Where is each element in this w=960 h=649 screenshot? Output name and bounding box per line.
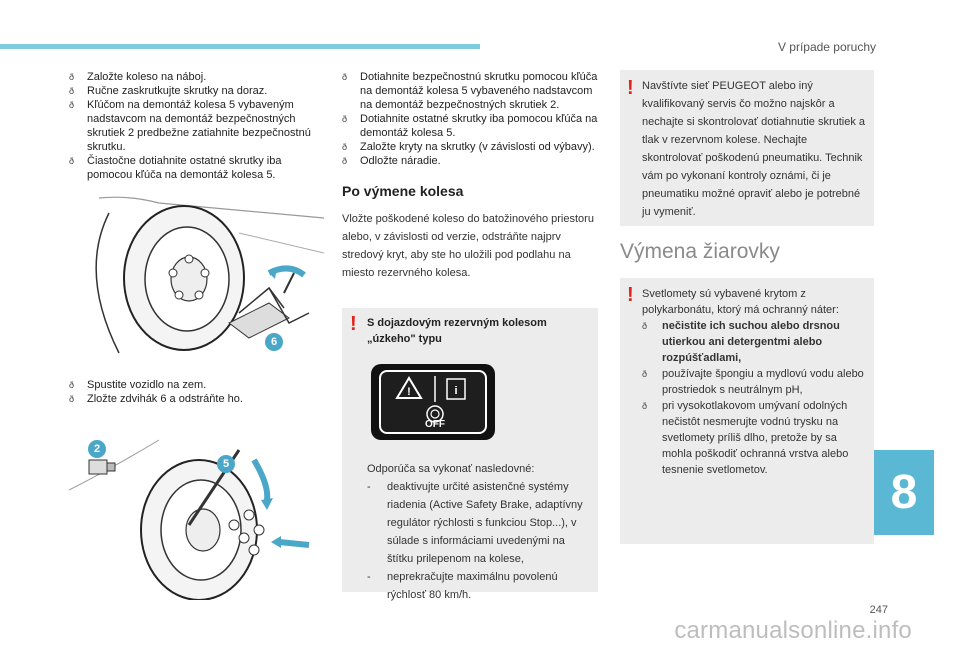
list-item: -deaktivujte určité asistenčné systémy r… <box>367 481 583 565</box>
checkbox-icon: ð <box>342 156 348 166</box>
section-heading-large: Výmena žiarovky <box>620 240 780 263</box>
checkbox-icon: ð <box>69 380 75 390</box>
checkbox-icon: ð <box>642 401 648 411</box>
section-heading: Po výmene kolesa <box>342 183 464 199</box>
section-title: V prípade poruchy <box>777 40 876 54</box>
box-title: S dojazdovým rezervným kolesom „úzkeho" … <box>367 317 547 345</box>
checkbox-icon: ð <box>342 114 348 124</box>
watermark: carmanualsonline.info <box>674 617 912 644</box>
list-item: -neprekračujte maximálnu povolenú rýchlo… <box>367 571 558 601</box>
svg-text:!: ! <box>407 386 411 398</box>
callout-badge-6: 6 <box>265 333 283 351</box>
checkbox-icon: ð <box>69 100 75 110</box>
warning-exclamation-icon: ! <box>627 284 634 306</box>
checkbox-icon: ð <box>69 156 75 166</box>
off-label: OFF <box>425 419 445 430</box>
callout-badge-2: 2 <box>88 440 106 458</box>
service-info-box <box>620 70 874 226</box>
callout-badge-5: 5 <box>217 455 235 473</box>
dashboard-panel-image: ! i OFF <box>371 364 495 440</box>
headlamp-info-box <box>620 278 874 544</box>
top-accent-bar <box>0 44 480 49</box>
page-number: 247 <box>869 604 888 616</box>
checkbox-icon: ð <box>69 394 75 404</box>
spare-wheel-info-box <box>342 308 598 592</box>
service-text: Navštívte sieť PEUGEOT alebo iný kvalifi… <box>642 80 866 218</box>
chapter-tab: 8 <box>874 450 934 535</box>
warning-triangle-icon <box>395 376 423 399</box>
checkbox-icon: ð <box>642 321 648 331</box>
headlamp-text: Svetlomety sú vybavené krytom z polykarb… <box>642 286 867 478</box>
box-text: Odporúča sa vykonať nasledovné: -deaktiv… <box>367 460 592 604</box>
warning-exclamation-icon: ! <box>627 77 634 99</box>
svg-text:i: i <box>454 385 457 397</box>
checkbox-icon: ð <box>342 72 348 82</box>
checkbox-icon: ð <box>69 72 75 82</box>
warning-exclamation-icon: ! <box>350 313 357 335</box>
checkbox-icon: ð <box>642 369 648 379</box>
checkbox-icon: ð <box>342 142 348 152</box>
checkbox-icon: ð <box>69 86 75 96</box>
paragraph: Vložte poškodené koleso do batožinového … <box>342 213 594 279</box>
manual-book-icon <box>446 378 466 400</box>
brake-assist-icon <box>426 405 444 423</box>
wheel-bolt-illustration <box>69 430 324 600</box>
jack-illustration <box>69 193 324 368</box>
